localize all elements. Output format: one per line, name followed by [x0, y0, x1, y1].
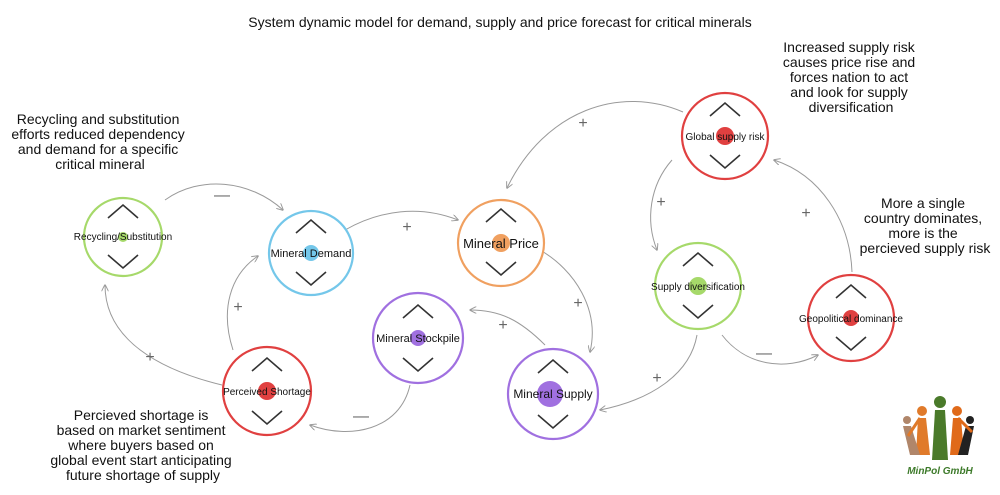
node-dot — [258, 382, 276, 400]
edge-price-supply — [539, 249, 592, 352]
annotation-recycling: Recycling and substitution efforts reduc… — [11, 111, 188, 172]
node-dominance[interactable]: Geopolitical dominance — [799, 273, 903, 363]
edge-risk-price — [507, 101, 684, 188]
edge-recycling-demand — [164, 183, 283, 210]
edge-diversification-dominance — [721, 334, 818, 365]
chevron-down-icon[interactable] — [295, 271, 327, 287]
chevron-down-icon[interactable] — [835, 336, 867, 352]
people-icon — [903, 396, 974, 460]
node-shortage[interactable]: Perceived Shortage — [221, 345, 313, 437]
chevron-up-icon[interactable] — [485, 207, 517, 223]
node-label: Global supply risk — [686, 132, 766, 143]
chevron-up-icon[interactable] — [537, 358, 569, 374]
node-dot — [843, 310, 859, 326]
node-dot — [410, 330, 426, 346]
node-label: Mineral Supply — [513, 387, 592, 401]
node-label: Geopolitical dominance — [799, 314, 903, 325]
node-label: Mineral Demand — [271, 248, 352, 260]
sign-diversification-dominance: — — [756, 345, 772, 362]
node-dot — [537, 381, 563, 407]
chevron-up-icon[interactable] — [835, 283, 867, 299]
sign-shortage-recycling: + — [145, 349, 154, 366]
chevron-up-icon[interactable] — [295, 218, 327, 234]
edge-diversification-supply — [600, 334, 698, 410]
chevron-up-icon[interactable] — [107, 203, 139, 219]
node-price[interactable]: Mineral Price — [456, 198, 546, 288]
chevron-up-icon[interactable] — [251, 356, 283, 372]
chevron-down-icon[interactable] — [709, 154, 741, 170]
node-dot — [118, 232, 128, 242]
chevron-down-icon[interactable] — [682, 304, 714, 320]
edge-demand-price — [344, 210, 458, 231]
annotation-supply-risk: Increased supply risk causes price rise … — [783, 39, 919, 115]
node-stockpile[interactable]: Mineral Stockpile — [371, 291, 465, 385]
sign-recycling-demand: — — [214, 187, 230, 204]
node-label: Mineral Price — [463, 236, 539, 251]
node-risk[interactable]: Global supply risk — [680, 91, 770, 181]
edge-supply-stockpile — [470, 310, 546, 346]
edge-risk-diversification — [650, 159, 673, 250]
chevron-down-icon[interactable] — [251, 410, 283, 426]
sign-demand-price: + — [402, 219, 411, 236]
sign-risk-price: + — [578, 115, 587, 132]
sign-diversification-supply: + — [652, 370, 661, 387]
node-label: Perceived Shortage — [223, 387, 311, 398]
node-dot — [716, 127, 734, 145]
chevron-down-icon[interactable] — [107, 254, 139, 270]
sign-shortage-demand: + — [233, 299, 242, 316]
node-demand[interactable]: Mineral Demand — [267, 209, 355, 297]
sign-price-supply: + — [573, 295, 582, 312]
chevron-up-icon[interactable] — [682, 251, 714, 267]
edge-stockpile-shortage — [310, 384, 411, 432]
chevron-up-icon[interactable] — [709, 101, 741, 117]
sign-stockpile-shortage: — — [353, 408, 369, 425]
logo-text: MinPol GmbH — [907, 466, 973, 477]
chevron-up-icon[interactable] — [402, 303, 434, 319]
sign-risk-diversification: + — [656, 194, 665, 211]
node-dot — [303, 245, 319, 261]
edge-shortage-demand — [226, 256, 258, 351]
minpol-logo: MinPol GmbH — [903, 396, 974, 477]
sign-supply-stockpile: + — [498, 317, 507, 334]
edge-dominance-risk — [774, 160, 853, 273]
chevron-down-icon[interactable] — [485, 261, 517, 277]
node-diversification[interactable]: Supply diversification — [651, 241, 745, 331]
edge-shortage-recycling — [105, 285, 223, 386]
node-dot — [492, 234, 510, 252]
sign-dominance-risk: + — [801, 205, 810, 222]
diagram-title: System dynamic model for demand, supply … — [248, 14, 751, 30]
chevron-down-icon[interactable] — [402, 357, 434, 373]
node-label: Supply diversification — [651, 282, 745, 293]
node-dot — [689, 277, 707, 295]
node-supply[interactable]: Mineral Supply — [506, 347, 600, 441]
annotation-shortage: Percieved shortage is based on market se… — [50, 407, 235, 483]
node-label: Mineral Stockpile — [376, 333, 460, 345]
node-recycling[interactable]: Recycling/Substitution — [74, 196, 172, 278]
chevron-down-icon[interactable] — [537, 414, 569, 430]
node-label: Recycling/Substitution — [74, 232, 172, 243]
annotation-dominance: More a single country dominates, more is… — [860, 195, 992, 256]
